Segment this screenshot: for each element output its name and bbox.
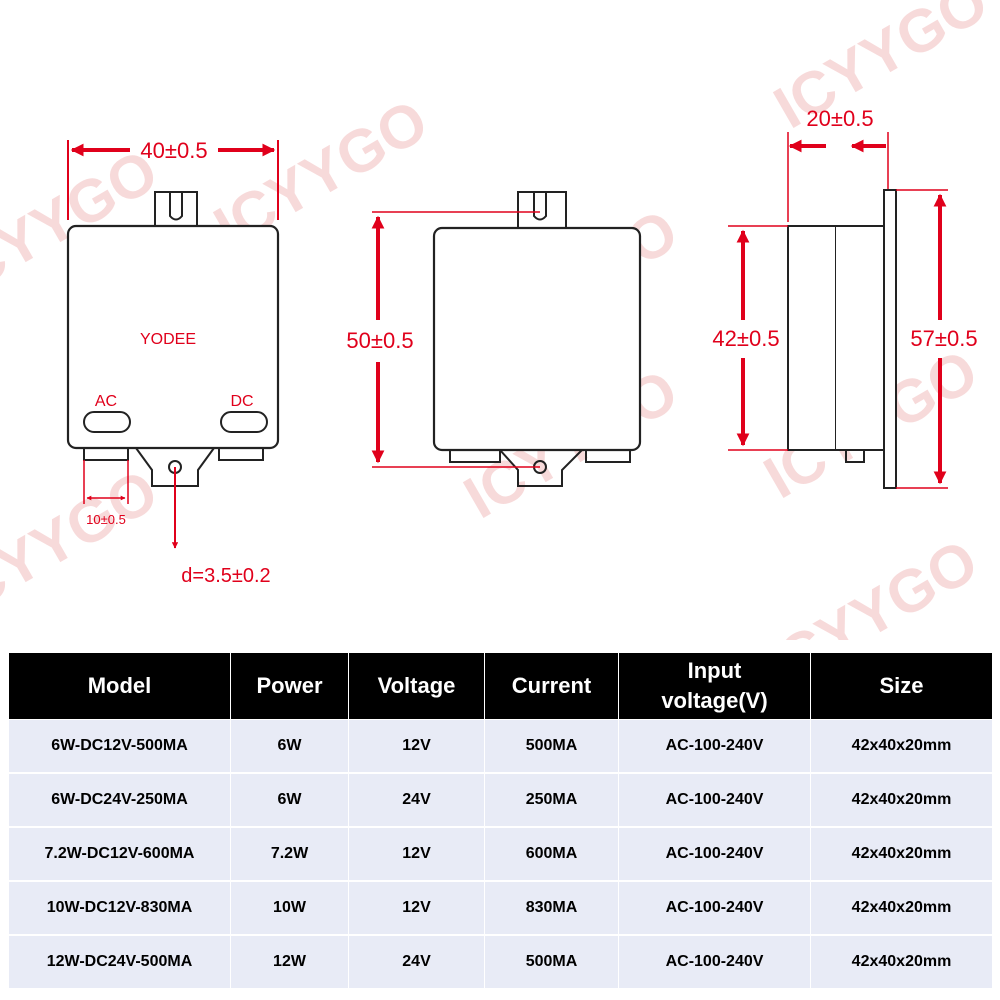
header-input-voltage: Input voltage(V)	[618, 652, 811, 720]
pin-width-label: 10±0.5	[86, 512, 126, 527]
ac-port	[83, 411, 131, 433]
cell-model: 6W-DC12V-500MA	[8, 719, 231, 774]
cell-power: 10W	[230, 880, 349, 936]
cell-size: 42x40x20mm	[810, 772, 993, 828]
cell-voltage: 24V	[348, 772, 485, 828]
cell-power: 12W	[230, 934, 349, 989]
cell-voltage: 12V	[348, 826, 485, 882]
cell-current: 500MA	[484, 719, 619, 774]
front-view: 40±0.5 YODEE AC DC 10±0.5 d=3.5±0.2	[66, 138, 280, 587]
cell-input-voltage: AC-100-240V	[618, 826, 811, 882]
height-dimension-label: 50±0.5	[346, 328, 413, 353]
spec-table: Model Power Voltage Current Input voltag…	[8, 652, 993, 989]
cell-model: 12W-DC24V-500MA	[8, 934, 231, 989]
cell-model: 7.2W-DC12V-600MA	[8, 826, 231, 882]
cell-current: 600MA	[484, 826, 619, 882]
ac-label: AC	[95, 393, 117, 410]
cell-power: 6W	[230, 719, 349, 774]
header-size: Size	[810, 652, 993, 720]
cell-size: 42x40x20mm	[810, 826, 993, 882]
brand-label: YODEE	[140, 331, 196, 348]
cell-input-voltage: AC-100-240V	[618, 934, 811, 989]
header-current: Current	[484, 652, 619, 720]
depth-dimension-label: 20±0.5	[806, 106, 873, 131]
dc-port	[220, 411, 268, 433]
cell-input-voltage: AC-100-240V	[618, 772, 811, 828]
cell-input-voltage: AC-100-240V	[618, 880, 811, 936]
cell-model: 6W-DC24V-250MA	[8, 772, 231, 828]
dc-label: DC	[230, 393, 253, 410]
table-header-row: Model Power Voltage Current Input voltag…	[8, 652, 993, 720]
total-height-dimension-label: 57±0.5	[910, 326, 977, 351]
cell-voltage: 24V	[348, 934, 485, 989]
cell-current: 250MA	[484, 772, 619, 828]
table-row: 6W-DC12V-500MA 6W 12V 500MA AC-100-240V …	[8, 719, 993, 774]
hole-diameter-label: d=3.5±0.2	[181, 565, 270, 587]
cell-model: 10W-DC12V-830MA	[8, 880, 231, 936]
cell-current: 500MA	[484, 934, 619, 989]
back-view: 50±0.5	[346, 191, 642, 487]
cell-voltage: 12V	[348, 719, 485, 774]
cell-current: 830MA	[484, 880, 619, 936]
table-row: 6W-DC24V-250MA 6W 24V 250MA AC-100-240V …	[8, 772, 993, 828]
watermark-text: ICYYGO	[763, 0, 999, 141]
cell-power: 6W	[230, 772, 349, 828]
watermark-text: ICYYGO	[753, 527, 989, 640]
cell-voltage: 12V	[348, 880, 485, 936]
header-voltage: Voltage	[348, 652, 485, 720]
width-dimension-label: 40±0.5	[140, 138, 207, 163]
header-model: Model	[8, 652, 231, 720]
side-view: 20±0.5 42±0.5 57±0.5	[712, 106, 978, 489]
cell-size: 42x40x20mm	[810, 719, 993, 774]
table-row: 10W-DC12V-830MA 10W 12V 830MA AC-100-240…	[8, 880, 993, 936]
cell-size: 42x40x20mm	[810, 934, 993, 989]
cell-power: 7.2W	[230, 826, 349, 882]
dimension-diagram: ICYYGO ICYYGO ICYYGO ICYYGO ICYYGO ICYYG…	[0, 0, 999, 640]
table-row: 7.2W-DC12V-600MA 7.2W 12V 600MA AC-100-2…	[8, 826, 993, 882]
header-power: Power	[230, 652, 349, 720]
body-height-dimension-label: 42±0.5	[712, 326, 779, 351]
cell-input-voltage: AC-100-240V	[618, 719, 811, 774]
table-row: 12W-DC24V-500MA 12W 24V 500MA AC-100-240…	[8, 934, 993, 989]
cell-size: 42x40x20mm	[810, 880, 993, 936]
